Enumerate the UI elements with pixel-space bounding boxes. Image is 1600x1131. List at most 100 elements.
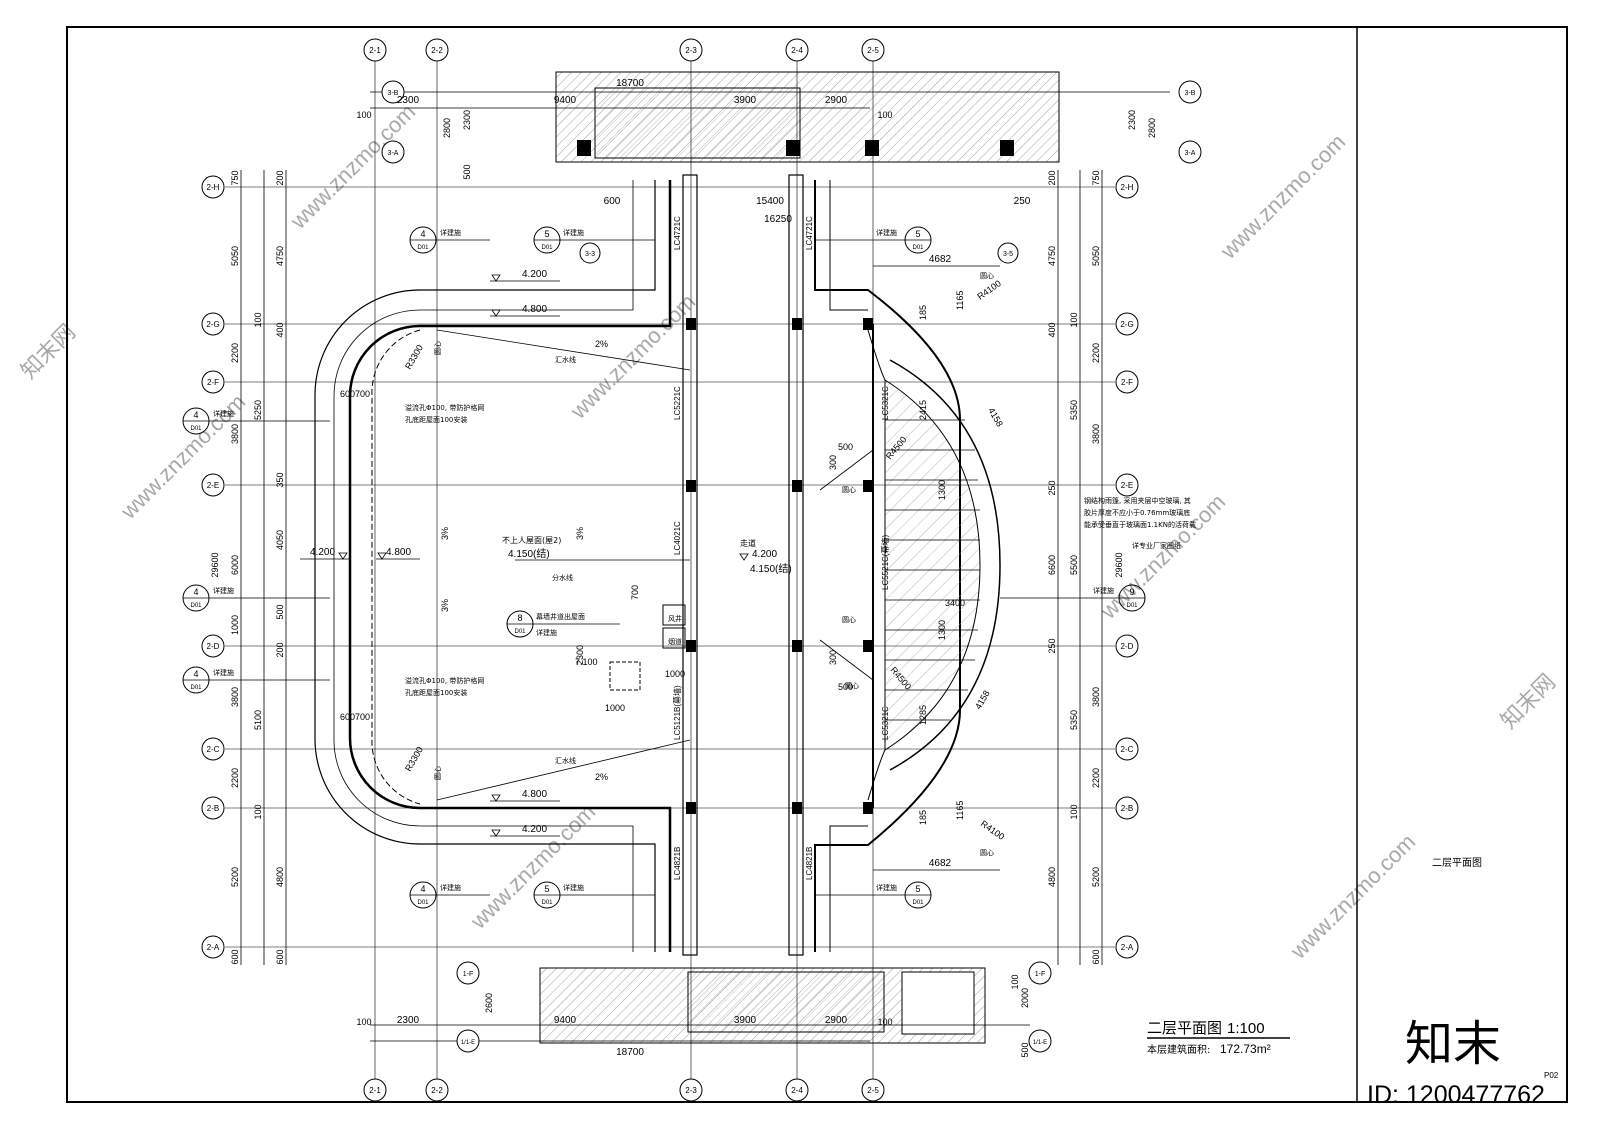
axis-bubble-top-2-4: 2-4 <box>785 38 809 62</box>
svg-text:100: 100 <box>877 110 892 120</box>
svg-text:5350: 5350 <box>1069 710 1079 730</box>
shaft-dashed <box>609 661 641 691</box>
svg-text:200: 200 <box>275 642 285 657</box>
detail-ref-5-bottom-left: 5 D01 详建施 <box>533 881 655 909</box>
svg-text:4.800: 4.800 <box>522 304 547 315</box>
svg-text:5350: 5350 <box>1069 400 1079 420</box>
total-dim-right: 29600 <box>1114 552 1124 577</box>
watermark-site-1: www.znzmo.com <box>285 99 420 234</box>
svg-text:600700: 600700 <box>340 712 370 722</box>
svg-text:5: 5 <box>915 884 920 894</box>
svg-text:1165: 1165 <box>955 291 965 310</box>
svg-text:5200: 5200 <box>230 867 240 887</box>
east-glass-canopy <box>884 379 981 751</box>
svg-text:2300: 2300 <box>1127 110 1137 130</box>
axis-bubbles-left: 2-H2-G2-F2-E2-D2-C2-B2-A <box>201 175 225 959</box>
axis-bubble-top-2-2-label: 2-2 <box>431 46 443 55</box>
axis-label-3-5: 3-5 <box>1003 251 1013 258</box>
axis-bubble-left-2-D-label: 2-D <box>207 642 220 651</box>
detail-ref-5-bottom-right: 5 D01 详建施 <box>815 881 932 909</box>
axis-bubble-left-2-C: 2-C <box>201 737 225 761</box>
svg-text:600: 600 <box>275 949 285 964</box>
left-dimensions: 750 5050 2200 5250 3800 6000 1000 3800 5… <box>210 170 285 964</box>
svg-text:350: 350 <box>275 472 285 487</box>
svg-text:LC4821B: LC4821B <box>805 847 814 880</box>
axis-bubble-bottom-2-4-label: 2-4 <box>791 1086 803 1095</box>
elevation-marks: 4.200 4.800 4.200 4.800 4.200 4.800 4.15… <box>300 269 792 837</box>
svg-text:圆心: 圆心 <box>842 486 856 494</box>
svg-text:100: 100 <box>356 110 371 120</box>
svg-text:4050: 4050 <box>275 530 285 550</box>
svg-text:3800: 3800 <box>230 424 240 444</box>
svg-text:详建施: 详建施 <box>563 883 584 892</box>
axis-bubble-bottom-2-2: 2-2 <box>425 1078 449 1102</box>
svg-text:250: 250 <box>1014 196 1031 207</box>
svg-text:LC4721C: LC4721C <box>673 216 682 250</box>
svg-text:圆心: 圆心 <box>980 849 994 857</box>
svg-text:详建施: 详建施 <box>440 228 461 237</box>
axis-bubble-left-2-G: 2-G <box>201 312 225 336</box>
axis-bubble-left-2-G-label: 2-G <box>206 320 219 329</box>
svg-text:R4100: R4100 <box>975 278 1002 301</box>
svg-text:3900: 3900 <box>734 95 757 106</box>
axis-bubble-top-2-1-label: 2-1 <box>369 46 381 55</box>
axis-bubble-bottom-2-4: 2-4 <box>785 1078 809 1102</box>
svg-text:400: 400 <box>275 322 285 337</box>
drawing-title: 二层平面图 <box>1147 1019 1222 1037</box>
svg-text:详建施: 详建施 <box>440 883 461 892</box>
svg-text:LC5521C(幕墙): LC5521C(幕墙) <box>880 535 890 590</box>
svg-text:500: 500 <box>838 682 853 692</box>
svg-text:4.150(结): 4.150(结) <box>508 547 550 560</box>
axis-bubble-right-2-H: 2-H <box>1115 175 1139 199</box>
svg-text:D01: D01 <box>190 603 202 609</box>
svg-text:详建施: 详建施 <box>536 628 557 637</box>
svg-text:2300: 2300 <box>397 1015 420 1026</box>
detail-ref-9-right: 9 D01 详建施 <box>1000 584 1146 612</box>
svg-text:D01: D01 <box>190 426 202 432</box>
svg-text:2900: 2900 <box>825 1015 848 1026</box>
watermark-brand-1: 知末网 <box>17 320 81 384</box>
west-parapet <box>314 180 656 952</box>
svg-text:不上人屋面(屋2): 不上人屋面(屋2) <box>502 536 561 545</box>
svg-text:详建施: 详建施 <box>213 668 234 677</box>
svg-text:1165: 1165 <box>955 801 965 820</box>
axis-label-1e-left: 1/1-E <box>461 1040 475 1046</box>
svg-text:4.200: 4.200 <box>522 269 547 280</box>
svg-text:250: 250 <box>1047 480 1057 495</box>
corridor-west-wall <box>682 174 698 956</box>
area-label: 本层建筑面积: <box>1147 1043 1210 1056</box>
svg-text:700: 700 <box>630 585 640 600</box>
right-dimensions: 750 5050 2200 5350 3800 5500 3800 5350 2… <box>1047 170 1124 964</box>
svg-text:钢结构雨篷, 采用夹层中空玻璃, 其: 钢结构雨篷, 采用夹层中空玻璃, 其 <box>1084 496 1191 505</box>
svg-text:D01: D01 <box>417 245 429 251</box>
svg-text:4: 4 <box>420 884 425 894</box>
svg-text:4.200: 4.200 <box>752 549 777 560</box>
svg-text:600: 600 <box>604 196 621 207</box>
svg-text:300: 300 <box>828 455 838 470</box>
axis-bubble-top-2-3-label: 2-3 <box>685 46 697 55</box>
svg-text:7.100: 7.100 <box>575 657 598 667</box>
svg-text:D01: D01 <box>514 629 526 635</box>
east-wall-bottom <box>829 825 868 952</box>
svg-text:3800: 3800 <box>1091 424 1101 444</box>
svg-text:1300: 1300 <box>937 620 947 640</box>
west-gutter-line <box>333 180 634 952</box>
axis-label-3b-right: 3-B <box>1185 90 1196 97</box>
svg-text:4158: 4158 <box>973 689 992 711</box>
watermark-site-6: www.znzmo.com <box>465 799 600 934</box>
svg-text:500: 500 <box>462 164 472 179</box>
svg-text:4682: 4682 <box>929 858 952 869</box>
axis-label-3-3: 3-3 <box>585 251 595 258</box>
axis-bubble-left-2-F-label: 2-F <box>207 378 219 387</box>
svg-text:详建施: 详建施 <box>213 586 234 595</box>
axis-bubble-right-2-E-label: 2-E <box>1121 481 1133 490</box>
svg-text:4: 4 <box>193 669 198 679</box>
axis-bubble-left-2-A: 2-A <box>201 935 225 959</box>
axis-bubble-bottom-2-5-label: 2-5 <box>867 1086 879 1095</box>
svg-text:2200: 2200 <box>1091 343 1101 363</box>
svg-text:5: 5 <box>915 229 920 239</box>
axis-bubble-left-2-D: 2-D <box>201 634 225 658</box>
